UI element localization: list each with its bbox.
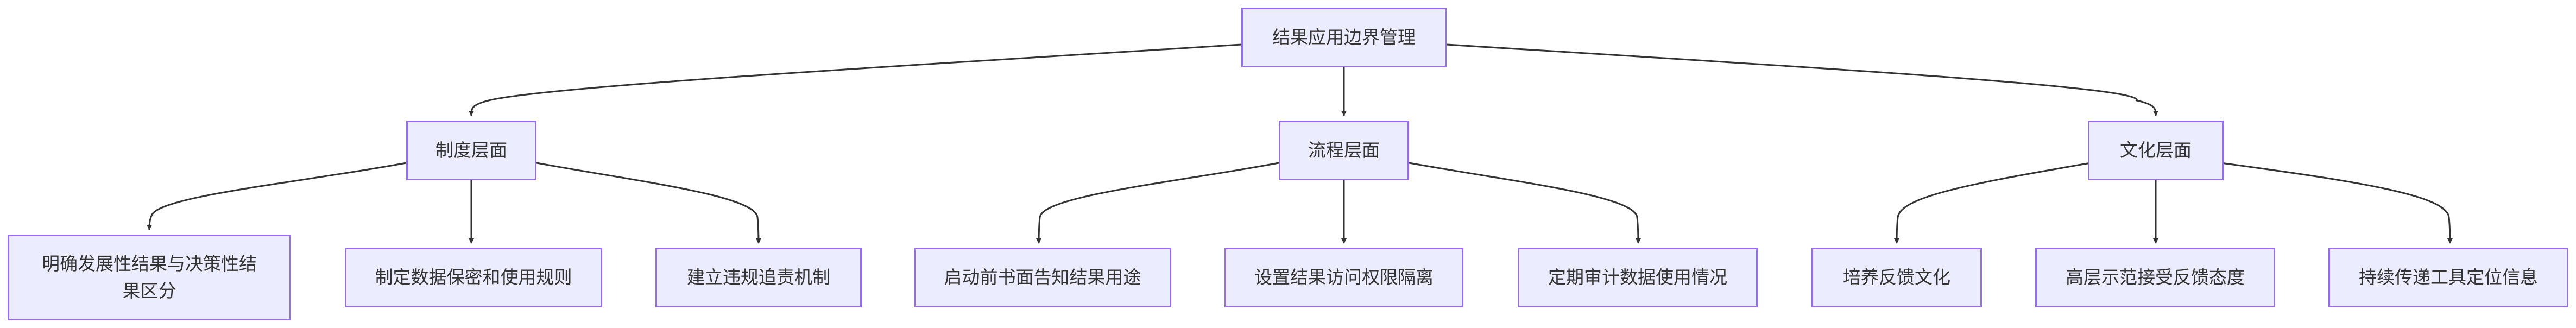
item-node-label: 建立违规追责机制 (687, 267, 830, 288)
category-node-system: 制度层面 (406, 121, 536, 180)
item-node-3: 建立违规追责机制 (655, 248, 862, 307)
item-node-9: 持续传递工具定位信息 (2328, 248, 2568, 307)
item-node-label: 制定数据保密和使用规则 (375, 267, 572, 288)
edge-process-to-item-4 (1036, 162, 1279, 244)
item-node-label: 定期审计数据使用情况 (1548, 267, 1727, 288)
category-node-label: 流程层面 (1308, 140, 1380, 161)
category-node-process: 流程层面 (1279, 121, 1409, 180)
item-node-label: 设置结果访问权限隔离 (1254, 267, 1434, 288)
category-node-label: 制度层面 (435, 140, 507, 161)
item-node-4: 启动前书面告知结果用途 (914, 248, 1171, 307)
edge-system-to-item-1 (147, 162, 407, 230)
edge-system-to-item-3 (536, 162, 761, 244)
root-node-label: 结果应用边界管理 (1272, 27, 1416, 48)
item-node-5: 设置结果访问权限隔离 (1224, 248, 1463, 307)
item-node-7: 培养反馈文化 (1811, 248, 1982, 307)
item-node-label: 明确发展性结果与决策性结果区分 (42, 253, 257, 301)
item-node-label: 持续传递工具定位信息 (2359, 267, 2538, 288)
edge-culture-to-item-7 (1894, 162, 2091, 244)
item-node-label: 培养反馈文化 (1843, 267, 1950, 288)
edge-root-to-culture (1446, 43, 2158, 116)
item-node-label: 启动前书面告知结果用途 (944, 267, 1141, 288)
edge-process-to-item-6 (1409, 162, 1641, 244)
item-node-1: 明确发展性结果与决策性结果区分 (8, 235, 291, 320)
item-node-2: 制定数据保密和使用规则 (345, 248, 602, 307)
category-node-culture: 文化层面 (2088, 121, 2224, 180)
category-node-label: 文化层面 (2120, 140, 2192, 161)
root-node: 结果应用边界管理 (1241, 8, 1447, 67)
item-node-label: 高层示范接受反馈态度 (2066, 267, 2245, 288)
item-node-8: 高层示范接受反馈态度 (2035, 248, 2275, 307)
item-node-6: 定期审计数据使用情况 (1518, 248, 1758, 307)
edge-root-to-system (469, 43, 1242, 116)
edge-culture-to-item-9 (2220, 162, 2453, 244)
